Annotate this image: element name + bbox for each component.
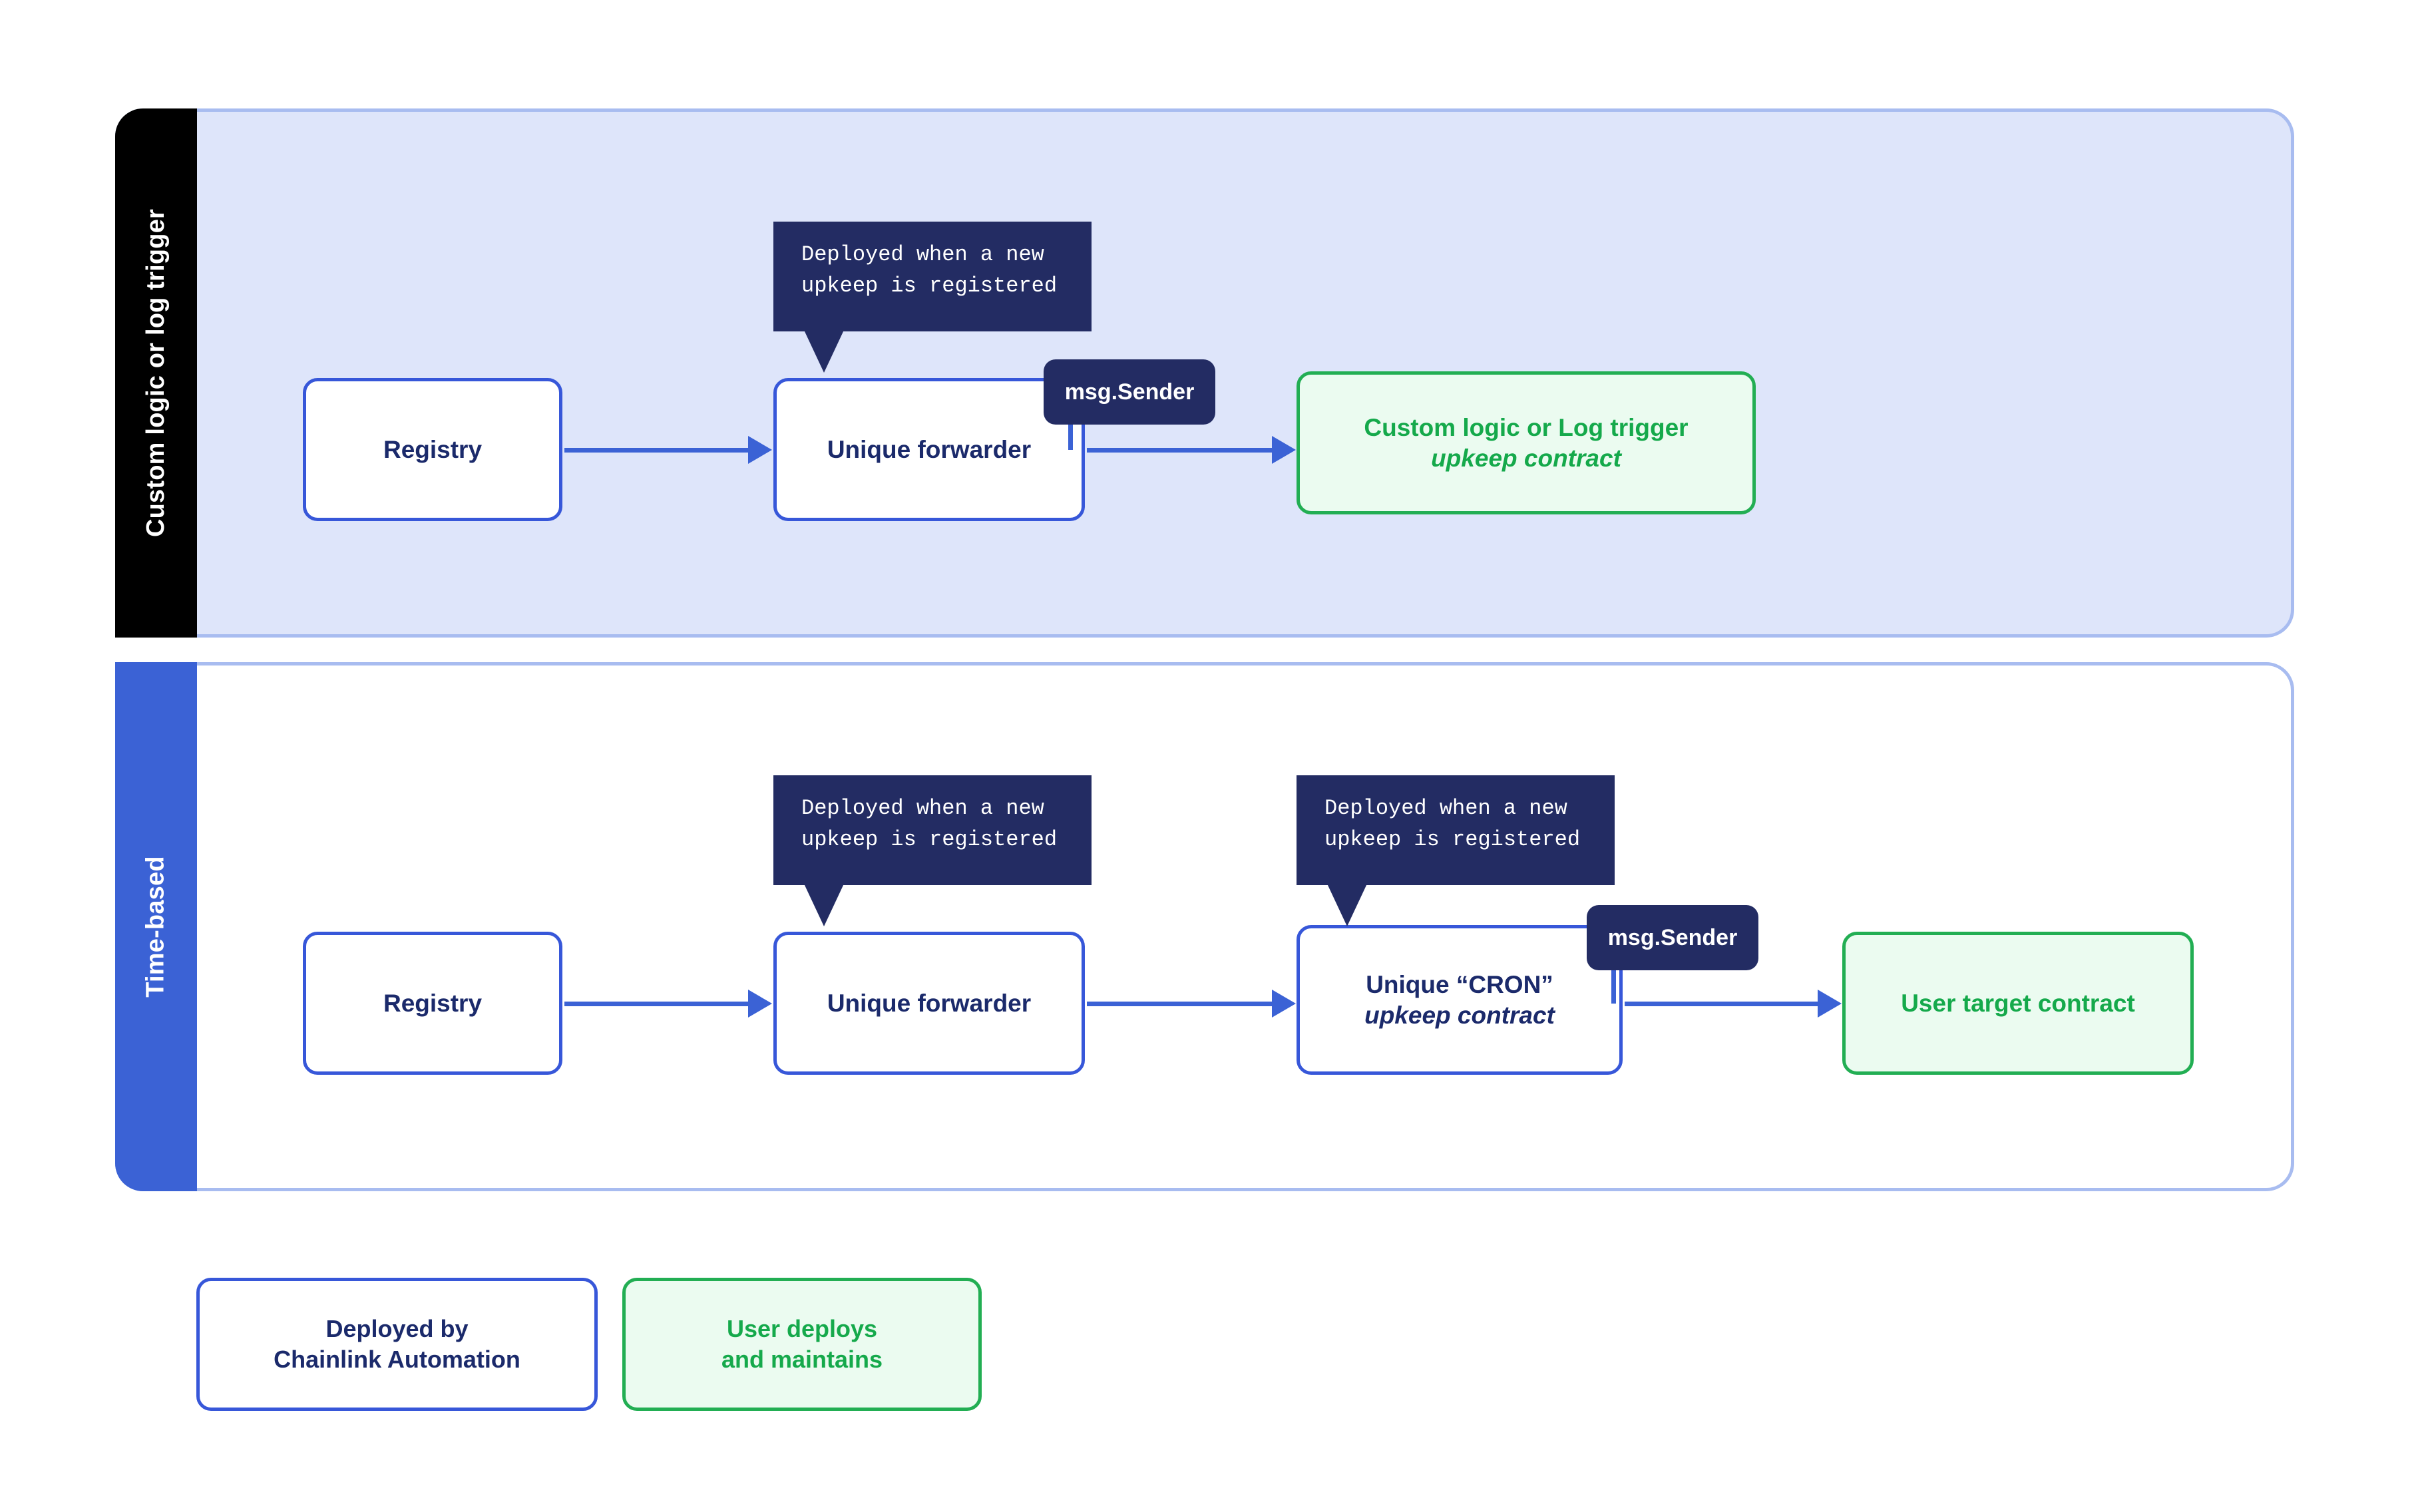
tooltip-tail-icon [1327, 884, 1367, 926]
tooltip-forwarder-time-line1: Deployed when a new [801, 796, 1044, 821]
legend-deployed-by-chainlink-automation: Deployed by Chainlink Automation [196, 1278, 598, 1411]
node-user-target-contract-time[interactable]: User target contract [1842, 932, 2194, 1075]
arrow-forwarder-to-upkeep-custom [1087, 436, 1296, 464]
node-upkeep-contract-custom[interactable]: Custom logic or Log trigger upkeep contr… [1297, 371, 1756, 514]
legend-user-line2: and maintains [721, 1346, 883, 1373]
node-unique-forwarder-custom-label: Unique forwarder [827, 435, 1032, 463]
badge-msg-sender-time-label: msg.Sender [1607, 924, 1738, 950]
node-upkeep-contract-custom-line2: upkeep contract [1431, 444, 1621, 472]
node-user-target-contract-time-label: User target contract [1901, 989, 2135, 1017]
legend-user-line1: User deploys [726, 1314, 878, 1342]
legend-deployed-line1: Deployed by [325, 1314, 469, 1342]
node-unique-forwarder-custom[interactable]: Unique forwarder [773, 378, 1085, 521]
tooltip-tail-icon [804, 330, 844, 373]
tooltip-cron-time-line1: Deployed when a new [1324, 796, 1567, 821]
arrow-registry-to-forwarder-time [564, 990, 772, 1018]
node-registry-time-label: Registry [383, 989, 483, 1017]
badge-msg-sender-custom-label: msg.Sender [1064, 379, 1195, 405]
legend-user-deploys-and-maintains: User deploys and maintains [622, 1278, 982, 1411]
arrow-registry-to-forwarder-custom [564, 436, 772, 464]
node-registry-time[interactable]: Registry [303, 932, 562, 1075]
tooltip-forwarder-custom-line2: upkeep is registered [801, 274, 1058, 299]
tooltip-forwarder-time-line2: upkeep is registered [801, 827, 1058, 852]
tooltip-forwarder-custom-line1: Deployed when a new [801, 242, 1044, 267]
tooltip-forwarder-time: Deployed when a new upkeep is registered [773, 775, 1092, 926]
node-cron-upkeep-contract-time[interactable]: Unique “CRON” upkeep contract [1297, 925, 1623, 1075]
badge-msg-sender-custom: msg.Sender [1044, 359, 1215, 425]
panel-tab-time-based: Time-based [115, 662, 197, 1191]
panel-tab-label-time: Time-based [142, 856, 170, 998]
badge-msg-sender-time: msg.Sender [1587, 905, 1758, 970]
tooltip-tail-icon [804, 884, 844, 926]
node-registry-custom-label: Registry [383, 435, 483, 463]
node-unique-forwarder-time-label: Unique forwarder [827, 989, 1032, 1017]
node-registry-custom[interactable]: Registry [303, 378, 562, 521]
panel-tab-label-custom: Custom logic or log trigger [142, 208, 170, 538]
arrow-cron-to-target-time [1625, 990, 1842, 1018]
tooltip-cron-time: Deployed when a new upkeep is registered [1297, 775, 1615, 926]
panel-tab-custom-logic-or-log-trigger: Custom logic or log trigger [115, 108, 197, 638]
tooltip-cron-time-line2: upkeep is registered [1324, 827, 1581, 852]
legend-deployed-line2: Chainlink Automation [274, 1346, 520, 1373]
tooltip-forwarder-custom: Deployed when a new upkeep is registered [773, 222, 1092, 373]
node-cron-upkeep-contract-time-line2: upkeep contract [1364, 1001, 1555, 1029]
node-cron-upkeep-contract-time-line1: Unique “CRON” [1366, 971, 1553, 999]
arrow-forwarder-to-cron-time [1087, 990, 1296, 1018]
node-upkeep-contract-custom-line1: Custom logic or Log trigger [1364, 414, 1689, 442]
node-unique-forwarder-time[interactable]: Unique forwarder [773, 932, 1085, 1075]
panel-time-based [115, 662, 2294, 1191]
